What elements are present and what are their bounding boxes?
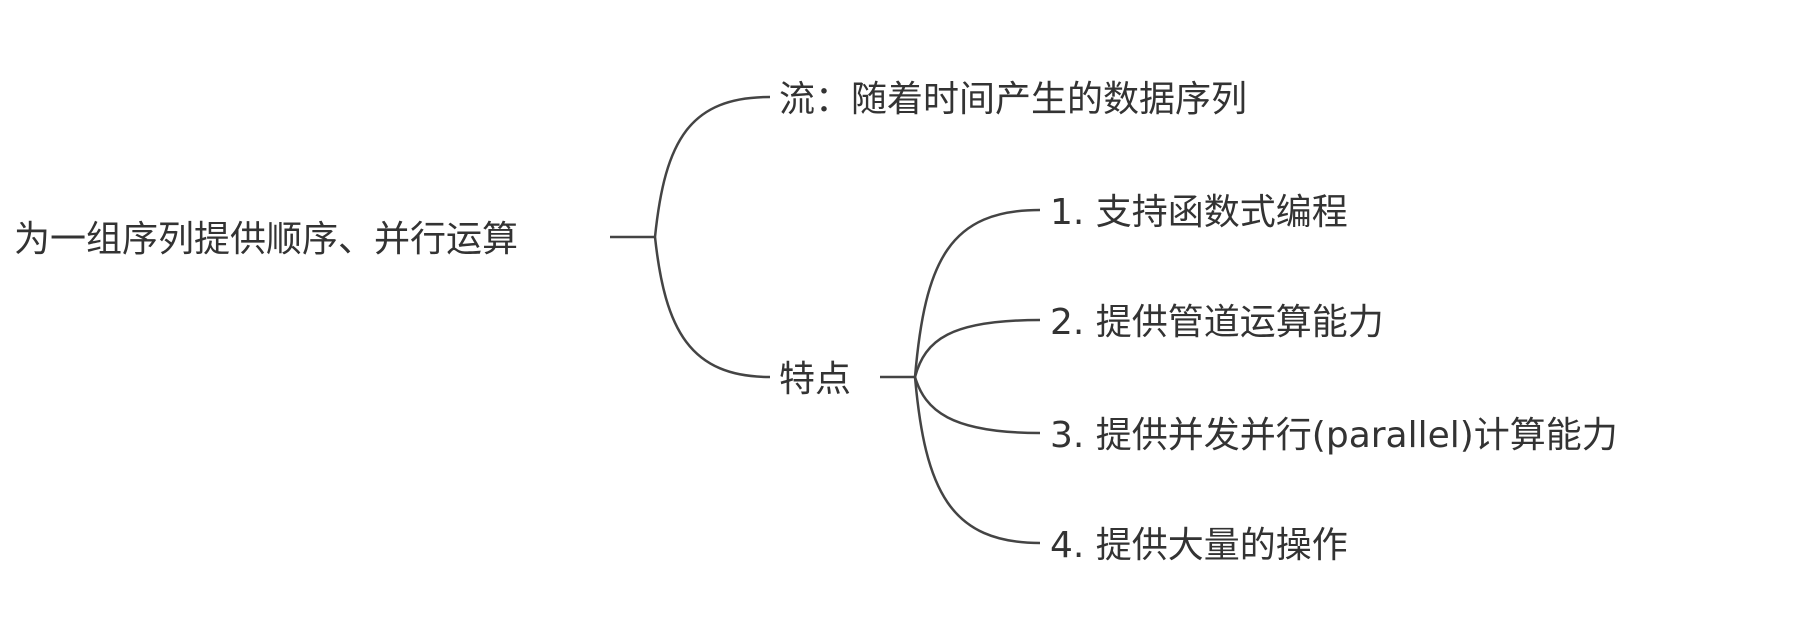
root-node[interactable]: 为一组序列提供顺序、并行运算: [14, 219, 519, 260]
feature-item-2[interactable]: 2. 提供管道运算能力: [1050, 302, 1384, 343]
connector-item-1: [913, 208, 1041, 378]
feature-item-3[interactable]: 3. 提供并发并行(parallel)计算能力: [1050, 415, 1618, 456]
connector-item-2: [913, 318, 1041, 378]
connector-item-3: [913, 376, 1041, 435]
connector-item-4: [913, 376, 1041, 545]
branch-features[interactable]: 特点: [779, 359, 852, 400]
connector-stream: [653, 95, 771, 238]
feature-item-4[interactable]: 4. 提供大量的操作: [1050, 525, 1348, 566]
feature-item-1[interactable]: 1. 支持函数式编程: [1050, 192, 1348, 233]
branch-stream[interactable]: 流：随着时间产生的数据序列: [779, 79, 1248, 120]
connector-features: [653, 236, 771, 379]
